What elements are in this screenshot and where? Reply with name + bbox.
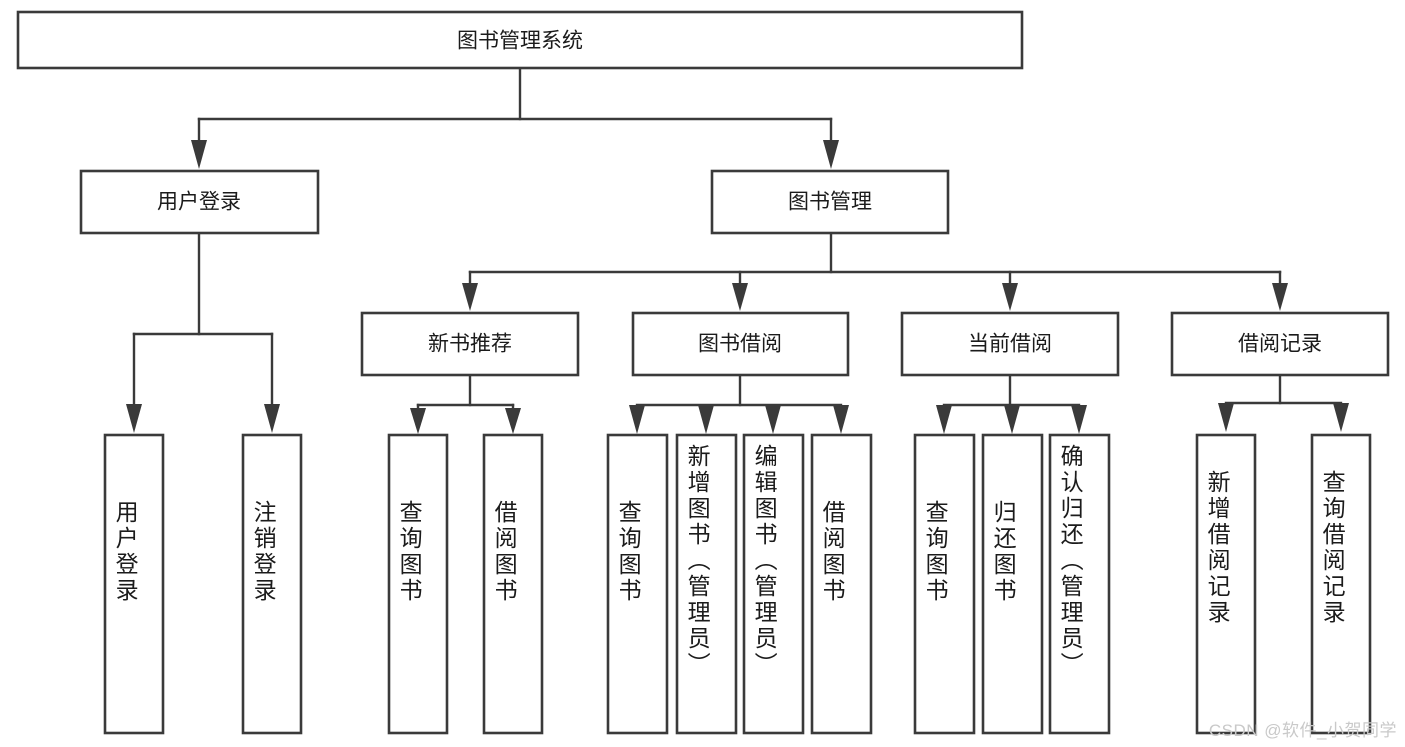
node-user-login-label: 用户登录 [157,191,241,214]
arrow-head-book-borrow [732,283,748,311]
node-new-book-recommend-label: 新书推荐 [428,333,512,356]
arrow-head-new-book-recommend [462,283,478,311]
arrow-head-leaf-confirm-return-admin [1071,405,1087,434]
node-book-borrow-label: 图书借阅 [698,333,782,356]
connectors-group [126,66,1349,434]
arrow-head-leaf-user-login [126,404,142,433]
arrow-head-leaf-borrow-books-1 [505,408,521,434]
leaf-box-borrow-books-2[interactable] [810,433,873,735]
arrow-head-leaf-borrow-books-2 [833,405,849,434]
leaf-box-user-login[interactable] [103,433,165,735]
node-root-box[interactable] [16,10,1024,70]
arrow-head-leaf-query-books-3 [936,405,952,434]
node-borrow-record-box[interactable] [1170,311,1390,377]
node-root-label: 图书管理系统 [457,30,583,53]
watermark-text: CSDN @软件_小贺同学 [1208,721,1397,740]
node-current-borrow-box[interactable] [900,311,1120,377]
arrow-head-leaf-query-books-1 [410,408,426,434]
leaf-box-query-books-2[interactable] [606,433,669,735]
arrow-head-leaf-logout-login [264,404,280,433]
node-book-borrow-box[interactable] [631,311,850,377]
arrow-head-leaf-add-borrow-record [1218,403,1234,432]
node-current-borrow-label: 当前借阅 [968,333,1052,356]
leaf-box-borrow-books-1[interactable] [482,433,544,735]
leaf-box-confirm-return-admin[interactable] [1048,433,1111,735]
leaf-box-logout-login[interactable] [241,433,303,735]
leaf-box-query-borrow-record[interactable] [1310,433,1372,735]
leaf-box-return-book[interactable] [981,433,1044,735]
leaf-box-query-books-1[interactable] [387,433,449,735]
arrow-head-borrow-record [1272,283,1288,311]
leaf-box-add-book-admin[interactable] [675,433,738,735]
node-book-management-box[interactable] [710,169,950,235]
leaf-box-add-borrow-record[interactable] [1195,433,1257,735]
horizontal-labels-group: 图书管理系统 用户登录 图书管理 新书推荐 图书借阅 当前借阅 借阅记录 [157,30,1322,356]
arrow-head-user-login [191,140,207,169]
arrow-head-book-management [823,140,839,169]
leaf-box-query-books-3[interactable] [913,433,976,735]
arrow-head-leaf-edit-book-admin [765,405,781,434]
arrow-head-leaf-query-books-2 [629,405,645,434]
arrow-head-leaf-add-book-admin [698,405,714,434]
arrow-head-leaf-return-book [1004,405,1020,434]
nodes-group [16,10,1390,735]
arrow-head-leaf-query-borrow-record [1333,403,1349,432]
arrow-head-current-borrow [1002,283,1018,311]
leaf-box-edit-book-admin[interactable] [742,433,805,735]
node-borrow-record-label: 借阅记录 [1238,333,1322,356]
node-new-book-recommend-box[interactable] [360,311,580,377]
node-user-login-box[interactable] [79,169,320,235]
node-book-management-label: 图书管理 [788,191,872,214]
